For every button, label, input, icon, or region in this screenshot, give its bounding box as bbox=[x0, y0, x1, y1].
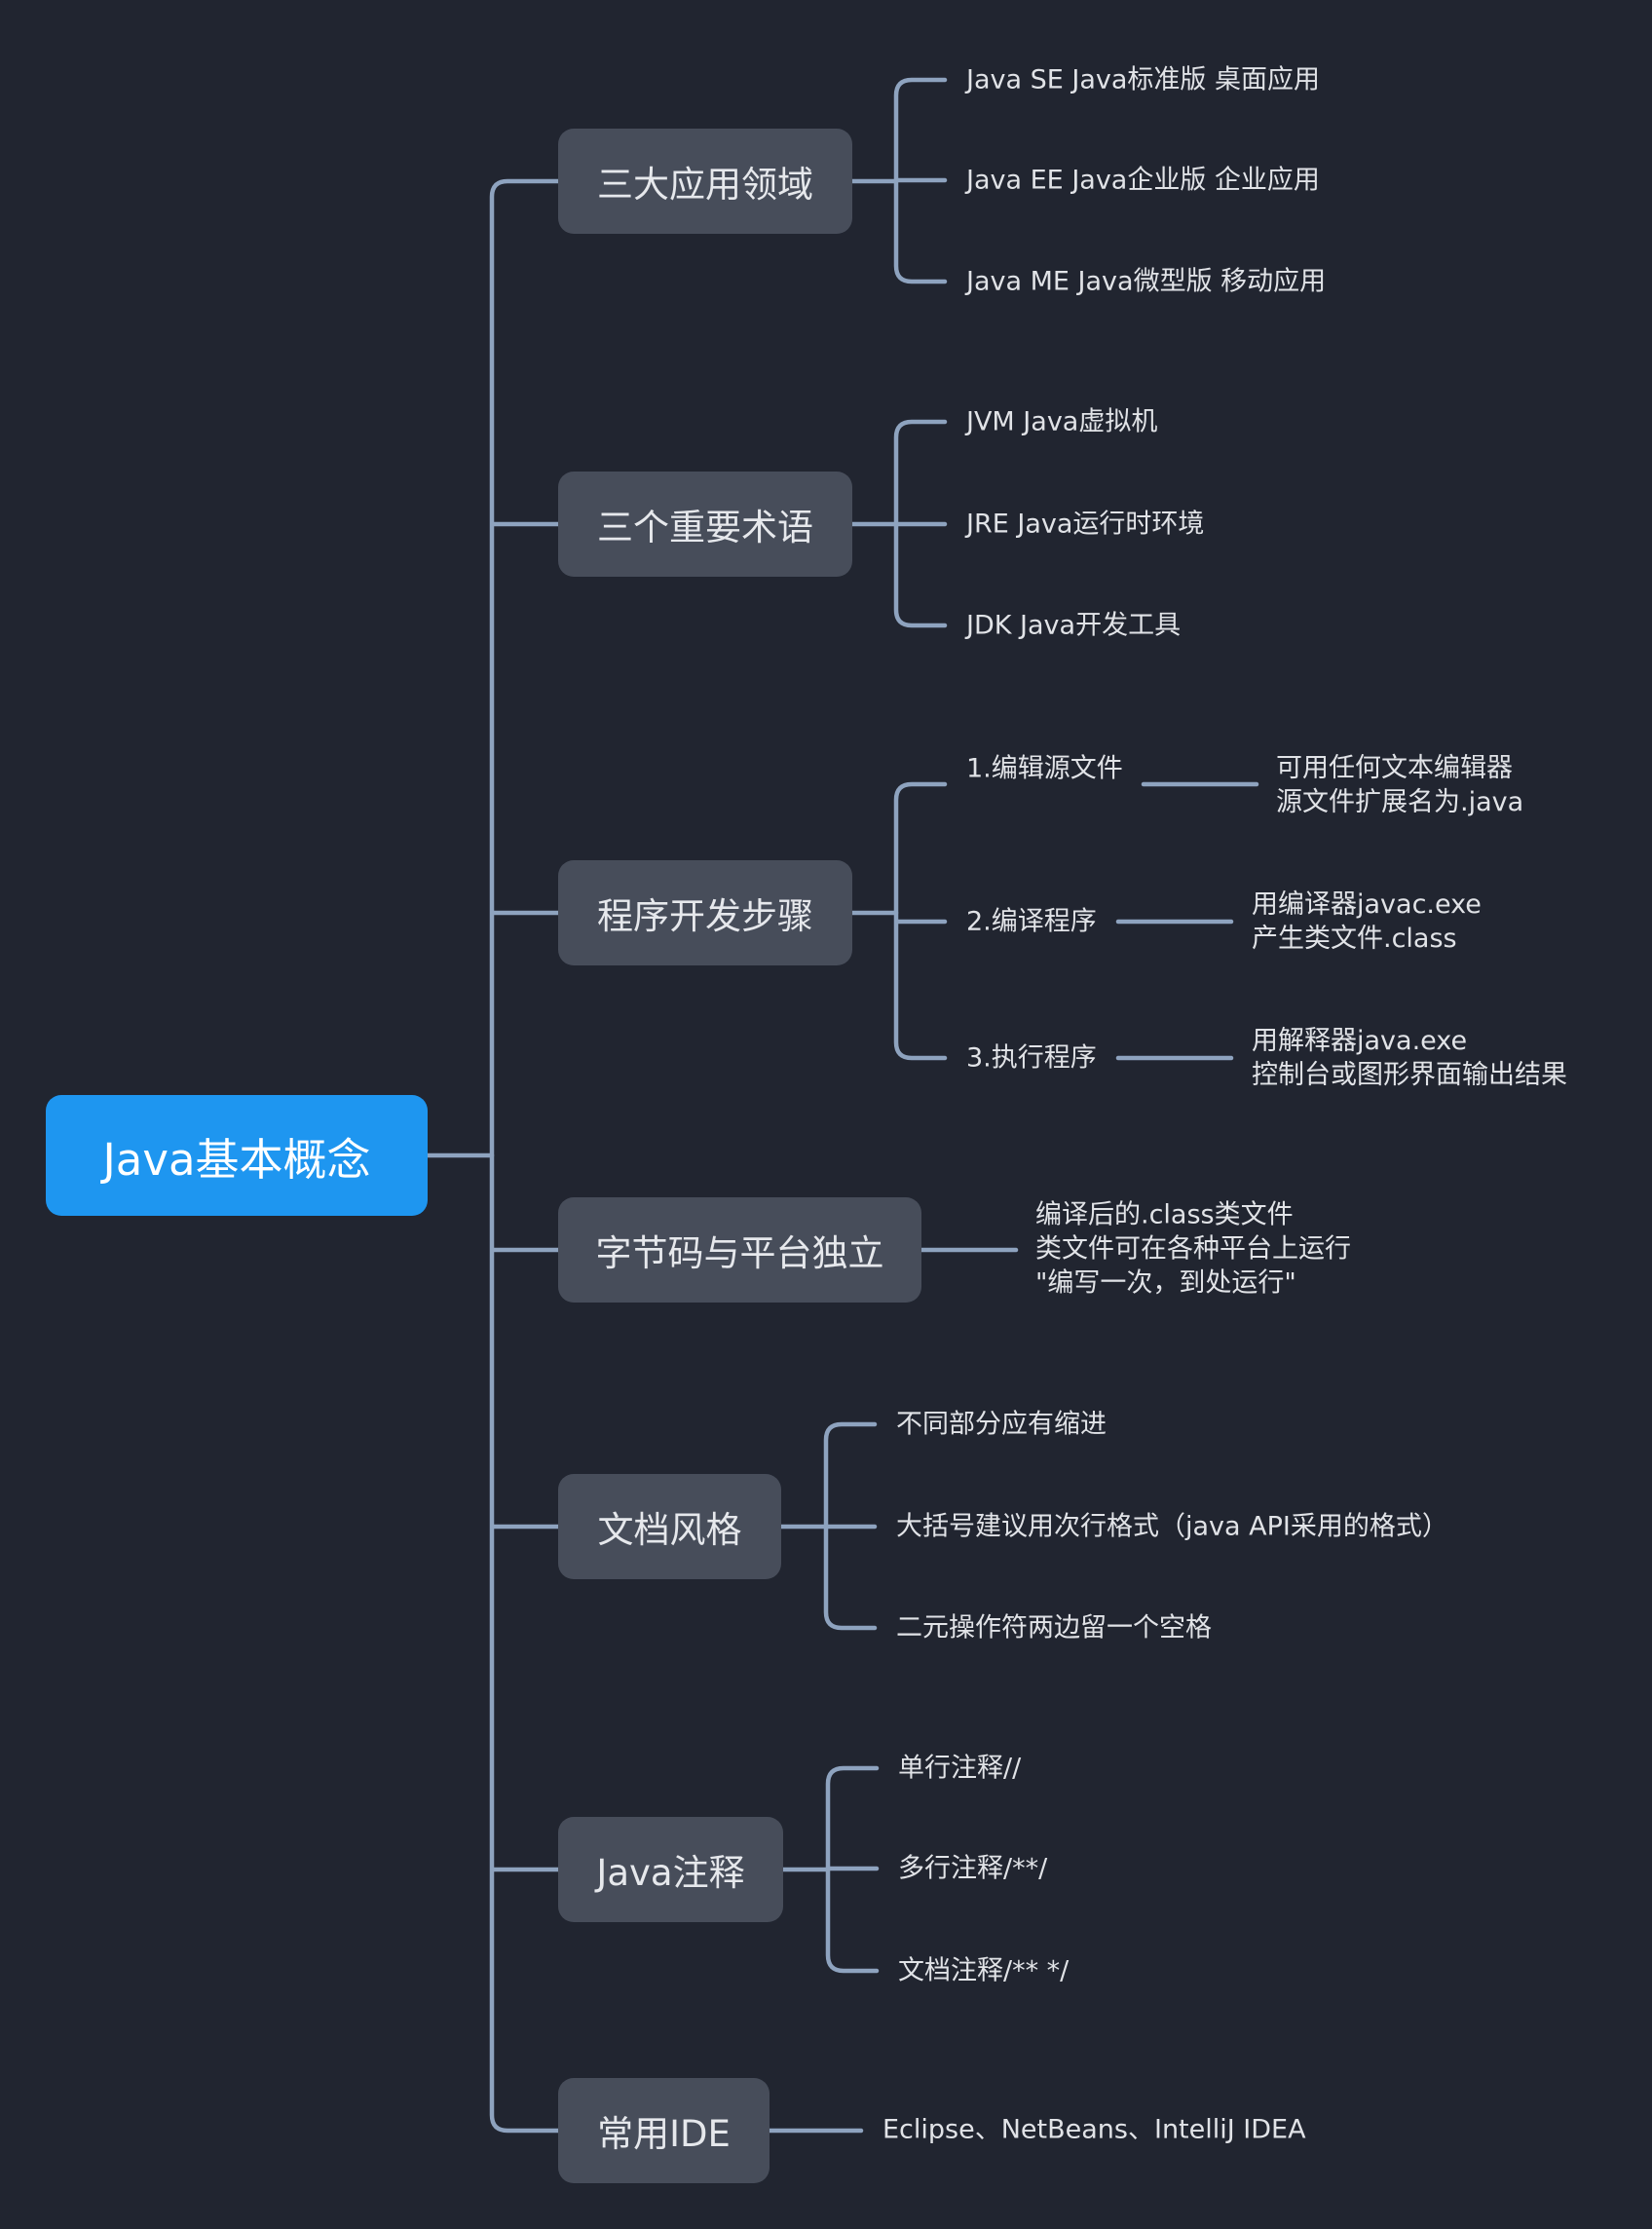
leaf-step-edit-detail[interactable]: 可用任何文本编辑器 源文件扩展名为.java bbox=[1276, 751, 1523, 819]
leaf-java-me[interactable]: Java ME Java微型版 移动应用 bbox=[966, 266, 1327, 297]
detail-line: 源文件扩展名为.java bbox=[1276, 787, 1524, 817]
branch-doc-style[interactable]: 文档风格 bbox=[558, 1474, 781, 1579]
root-node[interactable]: Java基本概念 bbox=[46, 1095, 428, 1216]
detail-line: 用编译器javac.exe bbox=[1252, 889, 1482, 920]
branch-common-ide[interactable]: 常用IDE bbox=[558, 2078, 770, 2183]
leaf-java-ee[interactable]: Java EE Java企业版 企业应用 bbox=[966, 165, 1320, 196]
branch-java-comments[interactable]: Java注释 bbox=[558, 1817, 783, 1922]
branch-application-areas[interactable]: 三大应用领域 bbox=[558, 129, 852, 234]
branch-key-terms[interactable]: 三个重要术语 bbox=[558, 472, 852, 577]
note-line: 编译后的.class类文件 bbox=[1035, 1199, 1294, 1230]
children-bracket bbox=[893, 419, 948, 628]
detail-line: 用解释器java.exe bbox=[1252, 1026, 1468, 1056]
children-bracket bbox=[893, 77, 948, 284]
leaf-step-run[interactable]: 3.执行程序 bbox=[966, 1042, 1097, 1074]
trunk-bracket bbox=[489, 178, 561, 2134]
branch-dev-steps[interactable]: 程序开发步骤 bbox=[558, 860, 852, 965]
leaf-jvm[interactable]: JVM Java虚拟机 bbox=[966, 406, 1158, 437]
leaf-doc-comment[interactable]: 文档注释/** */ bbox=[898, 1955, 1070, 1986]
note-line: 类文件可在各种平台上运行 bbox=[1035, 1233, 1351, 1265]
leaf-jdk[interactable]: JDK Java开发工具 bbox=[966, 610, 1182, 641]
detail-line: 控制台或图形界面输出结果 bbox=[1252, 1060, 1567, 1090]
detail-line: 产生类文件.class bbox=[1252, 924, 1457, 954]
leaf-single-line-comment[interactable]: 单行注释// bbox=[898, 1753, 1022, 1784]
children-bracket bbox=[825, 1765, 880, 1974]
leaf-step-compile-detail[interactable]: 用编译器javac.exe 产生类文件.class bbox=[1252, 888, 1482, 956]
leaf-ide-list[interactable]: Eclipse、NetBeans、IntelliJ IDEA bbox=[882, 2114, 1306, 2145]
detail-line: 可用任何文本编辑器 bbox=[1276, 753, 1513, 783]
leaf-multi-line-comment[interactable]: 多行注释/**/ bbox=[898, 1853, 1048, 1884]
leaf-jre[interactable]: JRE Java运行时环境 bbox=[966, 509, 1205, 540]
note-line: "编写一次，到处运行" bbox=[1035, 1267, 1296, 1299]
leaf-operator-space[interactable]: 二元操作符两边留一个空格 bbox=[896, 1612, 1212, 1643]
leaf-java-se[interactable]: Java SE Java标准版 桌面应用 bbox=[966, 64, 1321, 95]
children-bracket bbox=[823, 1421, 878, 1631]
leaf-step-edit[interactable]: 1.编辑源文件 bbox=[966, 753, 1123, 784]
leaf-bytecode-note[interactable]: 编译后的.class类文件 类文件可在各种平台上运行 "编写一次，到处运行" bbox=[1035, 1198, 1351, 1301]
leaf-brace-style[interactable]: 大括号建议用次行格式（java API采用的格式） bbox=[896, 1511, 1448, 1542]
leaf-indent[interactable]: 不同部分应有缩进 bbox=[896, 1409, 1107, 1440]
children-bracket bbox=[893, 781, 948, 1061]
leaf-step-run-detail[interactable]: 用解释器java.exe 控制台或图形界面输出结果 bbox=[1252, 1024, 1567, 1092]
branch-bytecode[interactable]: 字节码与平台独立 bbox=[558, 1197, 921, 1303]
leaf-step-compile[interactable]: 2.编译程序 bbox=[966, 906, 1097, 937]
